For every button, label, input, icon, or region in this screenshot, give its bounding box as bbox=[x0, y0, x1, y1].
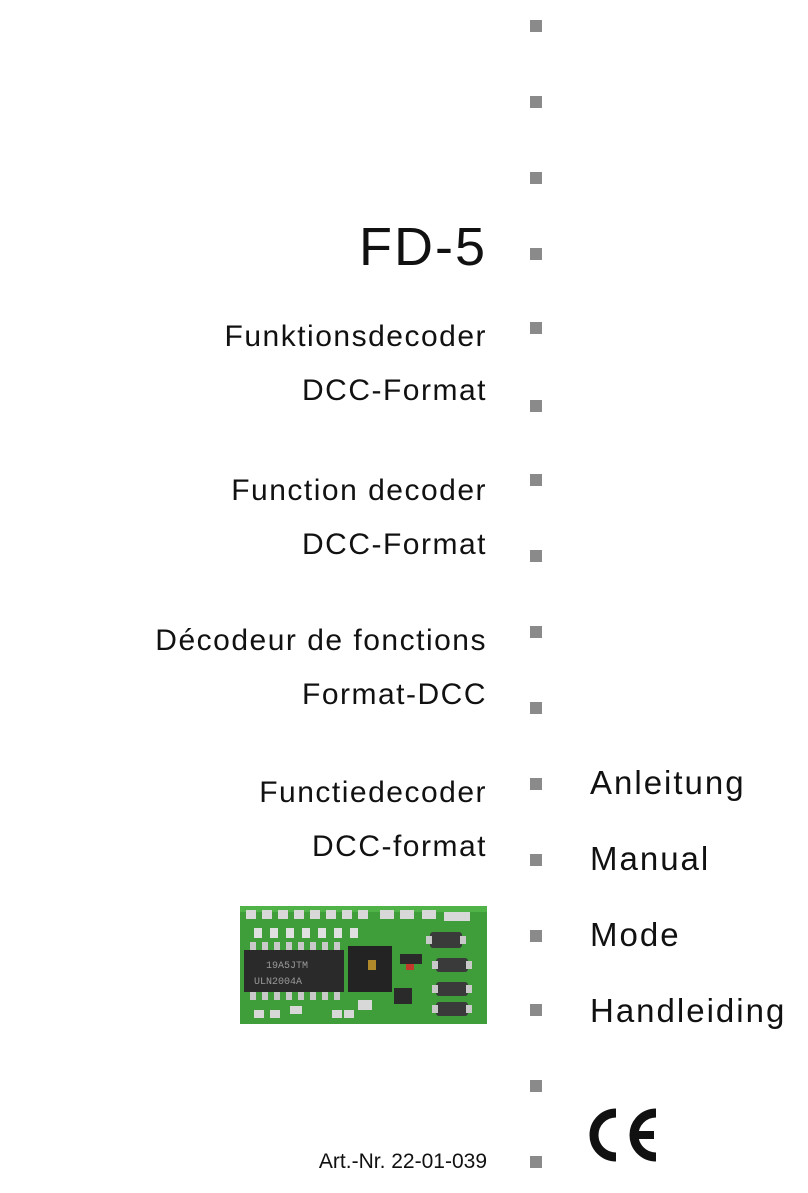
bullet-marker bbox=[530, 930, 542, 942]
description-fr-name: Décodeur de fonctions bbox=[155, 624, 487, 657]
chip-label-line2: ULN2004A bbox=[254, 977, 302, 988]
manual-label-fr: Mode bbox=[590, 916, 681, 953]
manual-label-en: Manual bbox=[590, 840, 711, 877]
description-en-name: Function decoder bbox=[231, 474, 487, 507]
bullet-marker bbox=[530, 550, 542, 562]
description-nl-name: Functiedecoder bbox=[259, 776, 487, 809]
bullet-marker bbox=[530, 1156, 542, 1168]
bullet-marker bbox=[530, 702, 542, 714]
bullet-marker bbox=[530, 1004, 542, 1016]
bullet-marker bbox=[530, 20, 542, 32]
bullet-marker bbox=[530, 400, 542, 412]
bullet-marker bbox=[530, 1080, 542, 1092]
manual-label-de: Anleitung bbox=[590, 764, 746, 801]
decoder-board-image: 19A5JTM ULN2004A bbox=[240, 906, 487, 1024]
description-fr-format: Format-DCC bbox=[302, 678, 487, 711]
bullet-marker bbox=[530, 854, 542, 866]
description-de-name: Funktionsdecoder bbox=[224, 320, 487, 353]
bullet-marker bbox=[530, 474, 542, 486]
manual-label-nl: Handleiding bbox=[590, 992, 787, 1029]
description-nl-format: DCC-format bbox=[311, 830, 487, 863]
product-title: FD-5 bbox=[359, 217, 487, 277]
ce-mark-icon bbox=[589, 1108, 657, 1162]
chip-label-line1: 19A5JTM bbox=[266, 961, 308, 972]
bullet-marker bbox=[530, 322, 542, 334]
bullet-marker bbox=[530, 248, 542, 260]
bullet-marker bbox=[530, 626, 542, 638]
bullet-marker bbox=[530, 778, 542, 790]
description-en-format: DCC-Format bbox=[302, 528, 487, 561]
article-number: Art.-Nr. 22-01-039 bbox=[318, 1150, 487, 1173]
bullet-marker bbox=[530, 96, 542, 108]
description-de-format: DCC-Format bbox=[302, 374, 487, 407]
bullet-marker bbox=[530, 172, 542, 184]
